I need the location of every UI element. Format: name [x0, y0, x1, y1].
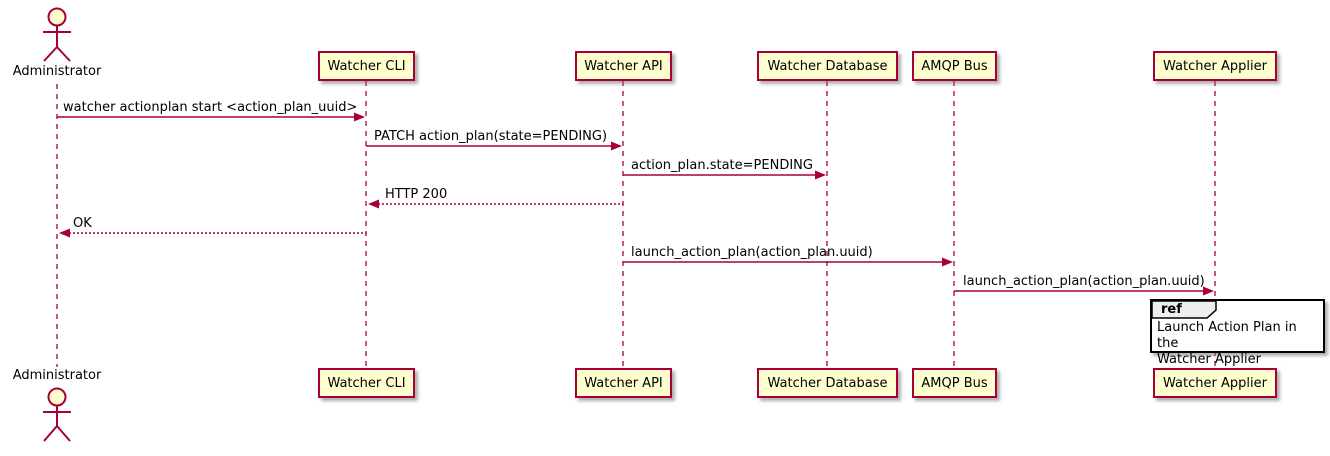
- message-label-6: launch_action_plan(action_plan.uuid): [631, 245, 873, 260]
- message-label-3: action_plan.state=PENDING: [631, 158, 813, 173]
- participant-watcher-applier-bottom: Watcher Applier: [1153, 368, 1277, 398]
- ref-fragment: ref Launch Action Plan in the Watcher Ap…: [1150, 299, 1325, 367]
- participant-label: Watcher API: [584, 375, 663, 391]
- message-label-5: OK: [73, 216, 92, 231]
- participant-watcher-api-top: Watcher API: [575, 51, 672, 81]
- message-label-4: HTTP 200: [385, 187, 448, 202]
- lifelines: [56, 81, 1216, 368]
- participant-label: Watcher API: [584, 58, 663, 74]
- participant-label: Watcher CLI: [327, 58, 406, 74]
- participant-amqp-bus-bottom: AMQP Bus: [912, 368, 997, 398]
- participant-watcher-applier-top: Watcher Applier: [1153, 51, 1277, 81]
- participant-label: Watcher Applier: [1163, 375, 1267, 391]
- message-label-2: PATCH action_plan(state=PENDING): [374, 129, 608, 144]
- arrowhead-right-icon: [815, 170, 826, 180]
- participant-label: AMQP Bus: [921, 375, 988, 391]
- message-arrowheads: [59, 112, 1214, 296]
- participant-label: AMQP Bus: [921, 58, 988, 74]
- ref-keyword: ref: [1161, 302, 1182, 317]
- arrowhead-right-icon: [611, 141, 622, 151]
- participant-label: Watcher Database: [767, 58, 888, 74]
- ref-text-line-2: Watcher Applier: [1157, 352, 1261, 367]
- arrowhead-right-icon: [1203, 286, 1214, 296]
- message-arrows: [57, 116, 1212, 292]
- participant-watcher-cli-top: Watcher CLI: [318, 51, 415, 81]
- arrowhead-right-icon: [942, 257, 953, 267]
- participant-label: Watcher Database: [767, 375, 888, 391]
- arrowhead-left-icon: [368, 199, 379, 209]
- actor-label-top: Administrator: [12, 64, 102, 79]
- actor-icon: [43, 387, 71, 442]
- arrowhead-left-icon: [59, 228, 70, 238]
- participant-watcher-api-bottom: Watcher API: [575, 368, 672, 398]
- participant-amqp-bus-top: AMQP Bus: [912, 51, 997, 81]
- arrowhead-right-icon: [354, 112, 365, 122]
- participant-watcher-database-bottom: Watcher Database: [757, 368, 898, 398]
- participant-watcher-cli-bottom: Watcher CLI: [318, 368, 415, 398]
- message-label-1: watcher actionplan start <action_plan_uu…: [63, 100, 358, 115]
- message-label-7: launch_action_plan(action_plan.uuid): [963, 274, 1205, 289]
- ref-fragment-text: Launch Action Plan in the Watcher Applie…: [1157, 320, 1319, 368]
- participant-watcher-database-top: Watcher Database: [757, 51, 898, 81]
- participant-label: Watcher CLI: [327, 375, 406, 391]
- ref-text-line-1: Launch Action Plan in the: [1157, 320, 1297, 351]
- participant-label: Watcher Applier: [1163, 58, 1267, 74]
- actor-label-bottom: Administrator: [12, 368, 102, 383]
- ref-header-pentagon-icon: [1151, 300, 1217, 319]
- actor-icon: [43, 7, 71, 62]
